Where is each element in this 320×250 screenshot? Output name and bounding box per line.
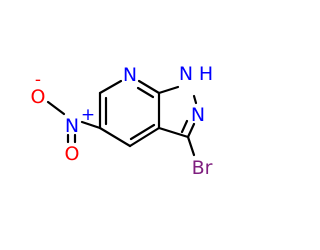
bond-c3-c3a (157, 126, 190, 139)
molecule-structure: N N H N Br N + O - O (31, 63, 214, 179)
bond-n7-c6 (98, 79, 123, 95)
atom-bromine: Br (192, 157, 213, 179)
bond-c4-c3a-inner (129, 123, 156, 141)
atom-n-nitro: N (65, 115, 79, 137)
bonds (46, 79, 198, 157)
bond-c7a-n7 (137, 79, 161, 95)
atom-n-h-nitrogen: N (179, 63, 193, 85)
bond-c3-br (186, 135, 196, 157)
atom-n-h-hydrogen: H (199, 63, 213, 85)
charge-minus: - (35, 70, 41, 90)
bond-c5-n-nitro (80, 120, 102, 130)
atom-n-pyridine: N (123, 64, 137, 86)
charge-plus: + (81, 105, 95, 125)
atom-o-minus: O (31, 86, 46, 108)
bond-n2-c3-inner (180, 119, 189, 134)
bond-c7a-n1 (157, 85, 180, 95)
atom-o-double: O (65, 143, 80, 165)
bond-c7a-n7-inner (136, 86, 155, 99)
bond-n2-c3 (186, 122, 196, 139)
atom-n-pyrazole: N (191, 104, 205, 126)
bond-n1-n2 (192, 94, 198, 105)
bond-c5-c4 (98, 126, 132, 148)
bond-c4-c3a (128, 126, 161, 148)
bond-n-nitro-o-minus (46, 100, 66, 116)
